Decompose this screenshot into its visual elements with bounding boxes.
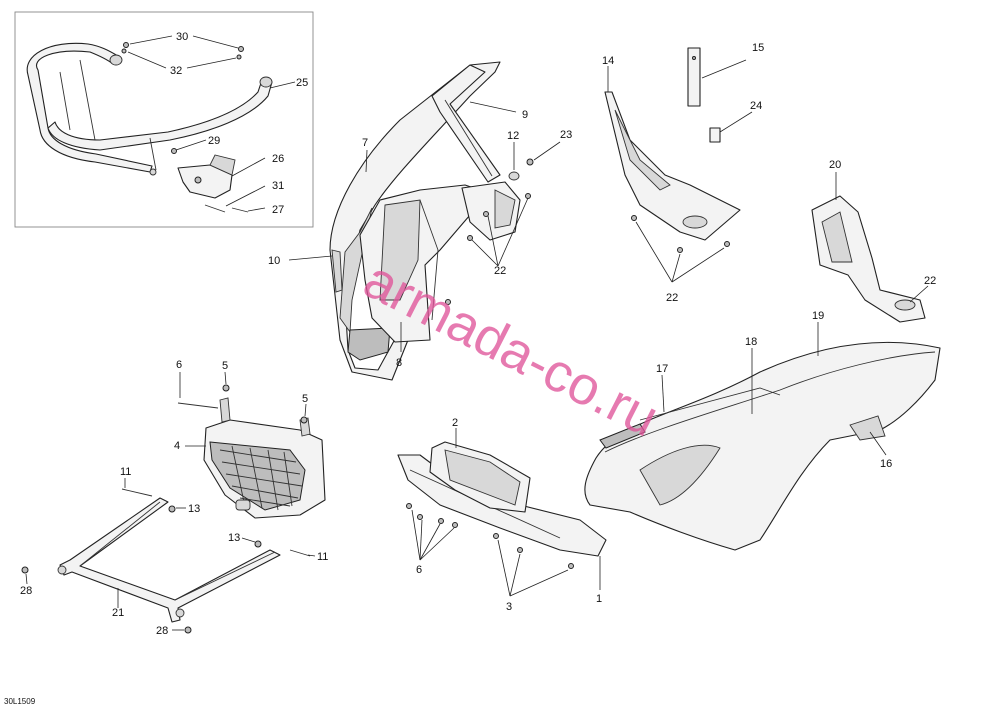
callout-21: 21 [112,607,124,619]
callout-5b: 5 [302,393,308,405]
part-10-edge [331,249,343,293]
callout-11b: 11 [317,551,328,563]
callout-25: 25 [296,77,308,89]
callout-10: 10 [268,255,280,267]
callout-6a: 6 [176,359,182,371]
skid-leaders [411,428,601,597]
grille-leaders [179,371,307,447]
callout-16: 16 [880,458,892,470]
part-4-grille [203,397,326,519]
callout-28b: 28 [156,625,168,637]
part-2-inner-skid [429,441,531,513]
callout-6b: 6 [416,564,422,576]
fascia-hardware [445,158,534,305]
callout-11a: 11 [120,466,131,478]
deflector-hardware [631,215,730,253]
callout-13b: 13 [228,532,240,544]
callout-22a: 22 [494,265,506,277]
part-17-18-side-panel [584,341,941,551]
skid-hardware [406,503,574,569]
diagram-code: 30L1509 [4,697,36,706]
frame-hardware [21,488,311,634]
part20-leaders [835,172,929,303]
callout-5a: 5 [222,360,228,372]
inset-frame [14,11,314,228]
part-9-brace [431,64,501,183]
part-15-strip [687,47,701,107]
side-panel-leaders [661,322,887,456]
inset-hardware [121,42,249,213]
callout-1: 1 [596,593,602,605]
part-14-side-deflector [604,91,741,241]
callout-7: 7 [362,137,368,149]
fascia-leaders [288,101,561,352]
callout-22b: 22 [666,292,678,304]
callout-15: 15 [752,42,764,54]
callout-19: 19 [812,310,824,322]
callout-9: 9 [522,109,528,121]
callout-2: 2 [452,417,458,429]
callout-17: 17 [656,363,668,375]
part-26-bracket [177,154,236,199]
callout-4: 4 [174,440,180,452]
callout-31: 31 [272,180,284,192]
deflector-leaders [607,59,753,283]
callout-13a: 13 [188,503,200,515]
callout-29: 29 [208,135,220,147]
callout-14: 14 [602,55,614,67]
part-20-side-piece [811,195,926,323]
part-24-pad [709,127,721,143]
callout-30: 30 [176,31,188,43]
callout-12: 12 [507,130,519,142]
callout-20: 20 [829,159,841,171]
callout-26: 26 [272,153,284,165]
callout-22c: 22 [924,275,936,287]
callout-18: 18 [745,336,757,348]
part-21-frame [57,497,281,623]
inset-leaders [127,35,296,212]
grille-hardware [177,384,308,424]
fascia-side-bracket [461,181,521,241]
callout-8: 8 [396,357,402,369]
part-16-clip [849,415,886,441]
callout-32: 32 [170,65,182,77]
part-25-bumper-bar [26,42,273,176]
callout-23: 23 [560,129,572,141]
callout-27: 27 [272,204,284,216]
callout-24: 24 [750,100,762,112]
callout-28a: 28 [20,585,32,597]
callout-3: 3 [506,601,512,613]
frame-leaders [25,478,316,631]
callout-labels: 30 32 25 29 26 31 27 7 9 12 23 10 22 8 1… [20,31,936,637]
part-8-inner-panel [359,184,481,343]
